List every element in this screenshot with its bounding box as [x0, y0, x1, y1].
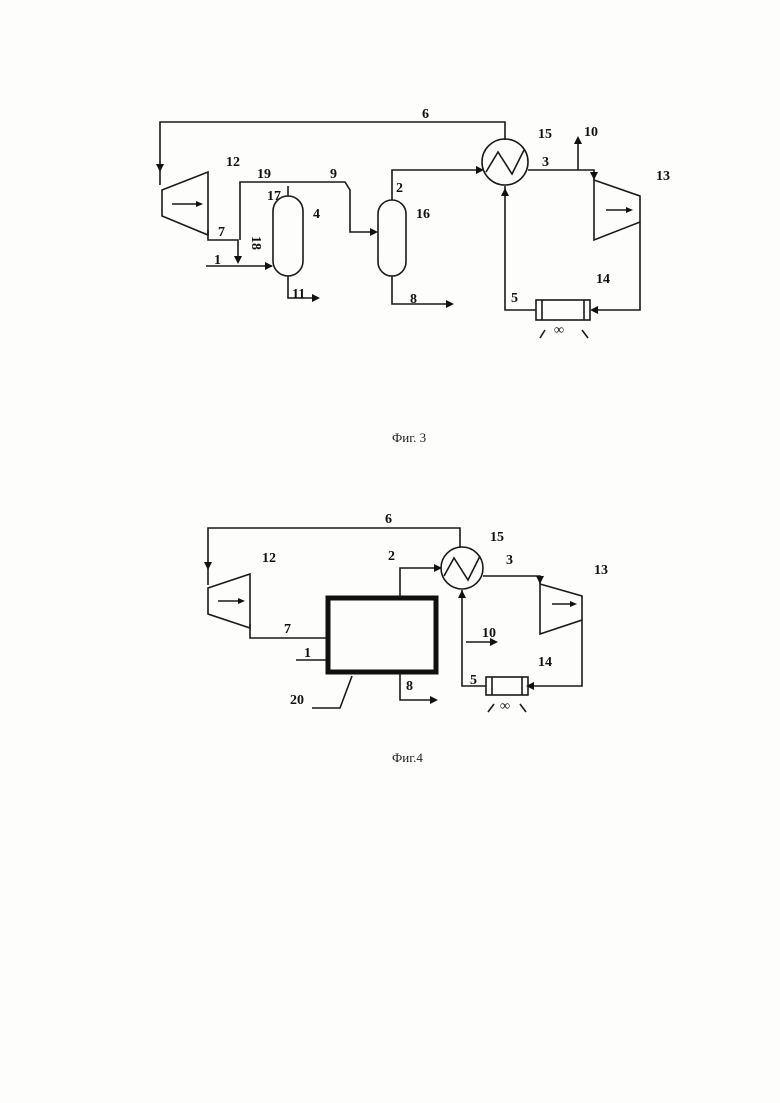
- fig3-heat-exchanger-15-coil: [486, 150, 524, 174]
- fig3-label-11: 11: [292, 287, 305, 302]
- fig3-label-17: 17: [267, 189, 281, 204]
- fig4-label-20: 20: [290, 693, 304, 708]
- fig4-stream-6-arrow: [204, 562, 212, 570]
- fig3-stream-1-arrow: [265, 262, 273, 270]
- fig4-fan-icon: ∞: [500, 699, 510, 714]
- fig3-stream-6-arrow: [156, 164, 164, 172]
- fig4-label-12: 12: [262, 551, 276, 566]
- fig4-label-1: 1: [304, 646, 311, 661]
- fig3-label-12: 12: [226, 155, 240, 170]
- fig4-machine-12-arrowhead: [238, 598, 245, 604]
- fig3-return-arrow: [590, 306, 598, 314]
- fig3-stream-2-line: [392, 170, 482, 200]
- fig3-stream-7-arrow: [234, 256, 242, 264]
- fig4-label-2: 2: [388, 549, 395, 564]
- fig3-stream-11-arrow: [312, 294, 320, 302]
- fig3-stream-19-line: [240, 182, 376, 240]
- fig4-stream-6-line: [208, 528, 460, 585]
- fig3-stream-8-arrow: [446, 300, 454, 308]
- fig4-heat-exchanger-15-coil: [444, 556, 480, 580]
- fig3-stream-8-line: [392, 276, 452, 304]
- fig4-label-8: 8: [406, 679, 413, 694]
- fig3-label-7: 7: [218, 225, 225, 240]
- fig4-label-10: 10: [482, 626, 496, 641]
- fig3-label-4: 4: [313, 207, 320, 222]
- fig4-stream-5-arrow: [458, 590, 466, 598]
- fig3-stream-10-arrow: [574, 136, 582, 144]
- fig3-machine-13-arrowhead: [626, 207, 633, 213]
- fig4-label-14: 14: [538, 655, 552, 670]
- fig3-label-16: 16: [416, 207, 430, 222]
- fig4-stream-3-line: [483, 576, 540, 584]
- figure-3: ∞ 6 12 19 9 17 4 7 18 1 11 2 16 8 15 10 …: [156, 107, 670, 445]
- fig3-return-line: [592, 222, 640, 310]
- fig4-caption: Фиг.4: [392, 750, 423, 765]
- fig4-stream-3-arrow: [536, 576, 544, 584]
- fig3-fan-legs: [540, 330, 588, 338]
- fig3-separator-16: [378, 200, 406, 276]
- fig3-stream-5-line: [505, 186, 536, 310]
- fig3-machine-12-arrowhead: [196, 201, 203, 207]
- fig3-label-13: 13: [656, 169, 670, 184]
- fig3-label-15: 15: [538, 127, 552, 142]
- fig3-label-1: 1: [214, 253, 221, 268]
- fig4-label-15: 15: [490, 530, 504, 545]
- fig3-label-14: 14: [596, 272, 610, 287]
- fig3-label-3: 3: [542, 155, 549, 170]
- fig3-label-8: 8: [410, 292, 417, 307]
- fig4-label-13: 13: [594, 563, 608, 578]
- fig3-separator-4: [273, 196, 303, 276]
- fig3-label-18: 18: [248, 236, 263, 250]
- fig3-stream-5-arrow: [501, 188, 509, 196]
- fig4-stream-8-arrow: [430, 696, 438, 704]
- fig3-label-19: 19: [257, 167, 271, 182]
- fig3-fan-icon: ∞: [554, 323, 564, 338]
- fig3-label-2: 2: [396, 181, 403, 196]
- fig4-unit-20: [328, 598, 436, 672]
- fig3-label-6: 6: [422, 107, 429, 122]
- fig4-label-7: 7: [284, 622, 291, 637]
- fig3-label-5: 5: [511, 291, 518, 306]
- fig3-caption: Фиг. 3: [392, 430, 426, 445]
- fig3-air-cooler-14-tubes: [542, 300, 584, 320]
- fig4-label-3: 3: [506, 553, 513, 568]
- fig4-machine-13-arrowhead: [570, 601, 577, 607]
- fig4-label-6: 6: [385, 512, 392, 527]
- fig3-label-9: 9: [330, 167, 337, 182]
- fig4-label-5: 5: [470, 673, 477, 688]
- fig3-air-cooler-14: [536, 300, 590, 320]
- fig3-stream-9-arrow: [370, 228, 378, 236]
- fig4-air-cooler-14-tubes: [492, 677, 522, 695]
- fig4-unit-20-leader: [312, 676, 352, 708]
- fig4-return-line: [528, 620, 582, 686]
- fig3-stream-3-arrow: [590, 172, 598, 180]
- fig3-stream-3-line: [528, 170, 594, 180]
- fig4-stream-2-line: [400, 568, 440, 596]
- fig4-heat-exchanger-15: [441, 547, 483, 589]
- fig3-label-10: 10: [584, 125, 598, 140]
- figure-4: ∞ 6 12 2 15 3 13 7 1 10 8 14 5 20 Фиг.4: [204, 512, 608, 765]
- fig4-machine-13: [540, 584, 582, 634]
